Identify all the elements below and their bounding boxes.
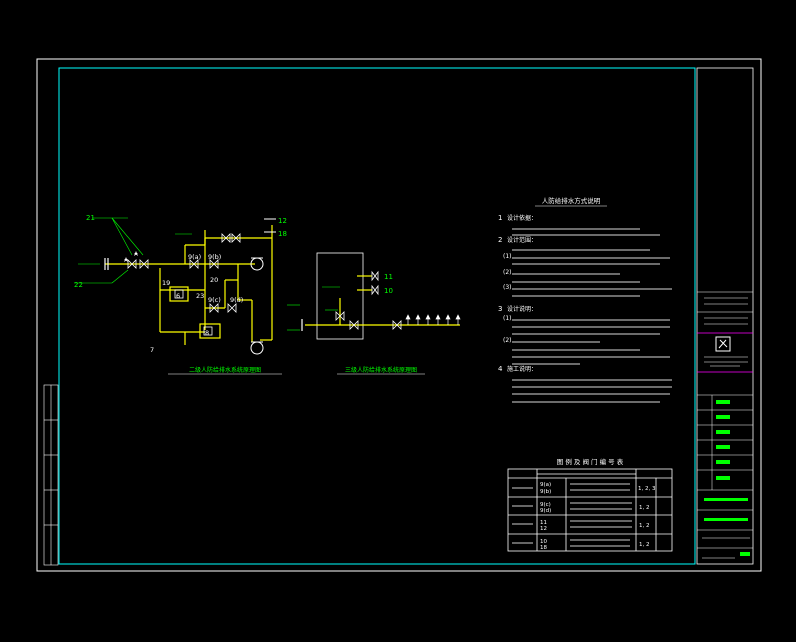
table-r1-c2: 9(b)	[540, 489, 551, 495]
table-title: 图 例 及 阀 门 编 号 表	[557, 457, 624, 466]
table-r3-c2: 12	[540, 526, 547, 532]
table-r3-c3: 1, 2	[639, 523, 650, 529]
label-9a: 9(a)	[188, 253, 201, 261]
notes-title: 人防给排水方式说明	[542, 196, 601, 205]
notes-section-1-num: 1	[498, 214, 502, 222]
notes-sub-3: (3)	[503, 284, 512, 291]
notes-section-4-title: 施工说明：	[507, 365, 537, 373]
company-logo-icon	[715, 336, 731, 352]
label-9d: 9(d)	[230, 296, 243, 304]
table-r4-c1: 10	[540, 539, 547, 545]
notes-section-1-title: 设计依据：	[507, 214, 537, 222]
binding-strip	[43, 384, 59, 566]
label-11: 11	[384, 273, 393, 281]
label-9c: 9(c)	[208, 296, 221, 304]
label-8: 8	[205, 329, 209, 337]
label-23: 23	[196, 292, 204, 300]
label-19: 19	[162, 279, 170, 287]
design-notes: 人防给排水方式说明 1 设计依据： 2 设计范围： 3 设计说明： 4 施工说明…	[498, 196, 672, 403]
table-r1-c3: 1, 2, 3	[638, 486, 656, 492]
table-r2-c1: 9(c)	[540, 502, 551, 508]
valve-table: 图 例 及 阀 门 编 号 表 9(a)	[507, 457, 673, 552]
label-20: 20	[210, 276, 218, 284]
notes-sub-4: (1)	[503, 315, 512, 322]
inner-frame	[58, 67, 696, 565]
left-diagram-caption: 二级人防给排水系统原理图	[189, 366, 261, 374]
label-6: 6	[176, 292, 180, 300]
label-12: 12	[278, 217, 287, 225]
outer-frame	[36, 58, 762, 572]
table-r3-c1: 11	[540, 520, 547, 526]
table-r4-c2: 18	[540, 545, 547, 551]
notes-sub-2: (2)	[503, 269, 512, 276]
label-21: 21	[86, 214, 95, 222]
table-r4-c3: 1, 2	[639, 542, 650, 548]
notes-sub-1: (1)	[503, 253, 512, 260]
notes-section-2-num: 2	[498, 236, 502, 244]
label-18: 18	[278, 230, 287, 238]
label-10: 10	[384, 287, 393, 295]
mid-diagram-caption: 三级人防给排水系统原理图	[345, 366, 417, 374]
label-22: 22	[74, 281, 83, 289]
notes-section-3-num: 3	[498, 305, 502, 313]
mid-diagram: 11 10 三级人防给排水系统原理图	[287, 252, 461, 375]
left-diagram: 21 22 12 18 9(a) 9(b) 9(c) 9(d) 6 19 7 2…	[74, 214, 287, 375]
notes-section-2-title: 设计范围：	[507, 236, 537, 244]
table-r2-c2: 9(d)	[540, 508, 551, 514]
label-9b: 9(b)	[208, 253, 221, 261]
label-7: 7	[150, 346, 154, 354]
table-r2-c3: 1, 2	[639, 505, 650, 511]
notes-section-4-num: 4	[498, 365, 503, 373]
notes-sub-5: (2)	[503, 337, 512, 344]
table-r1-c1: 9(a)	[540, 482, 551, 488]
title-block	[696, 67, 754, 565]
notes-section-3-title: 设计说明：	[507, 305, 537, 313]
